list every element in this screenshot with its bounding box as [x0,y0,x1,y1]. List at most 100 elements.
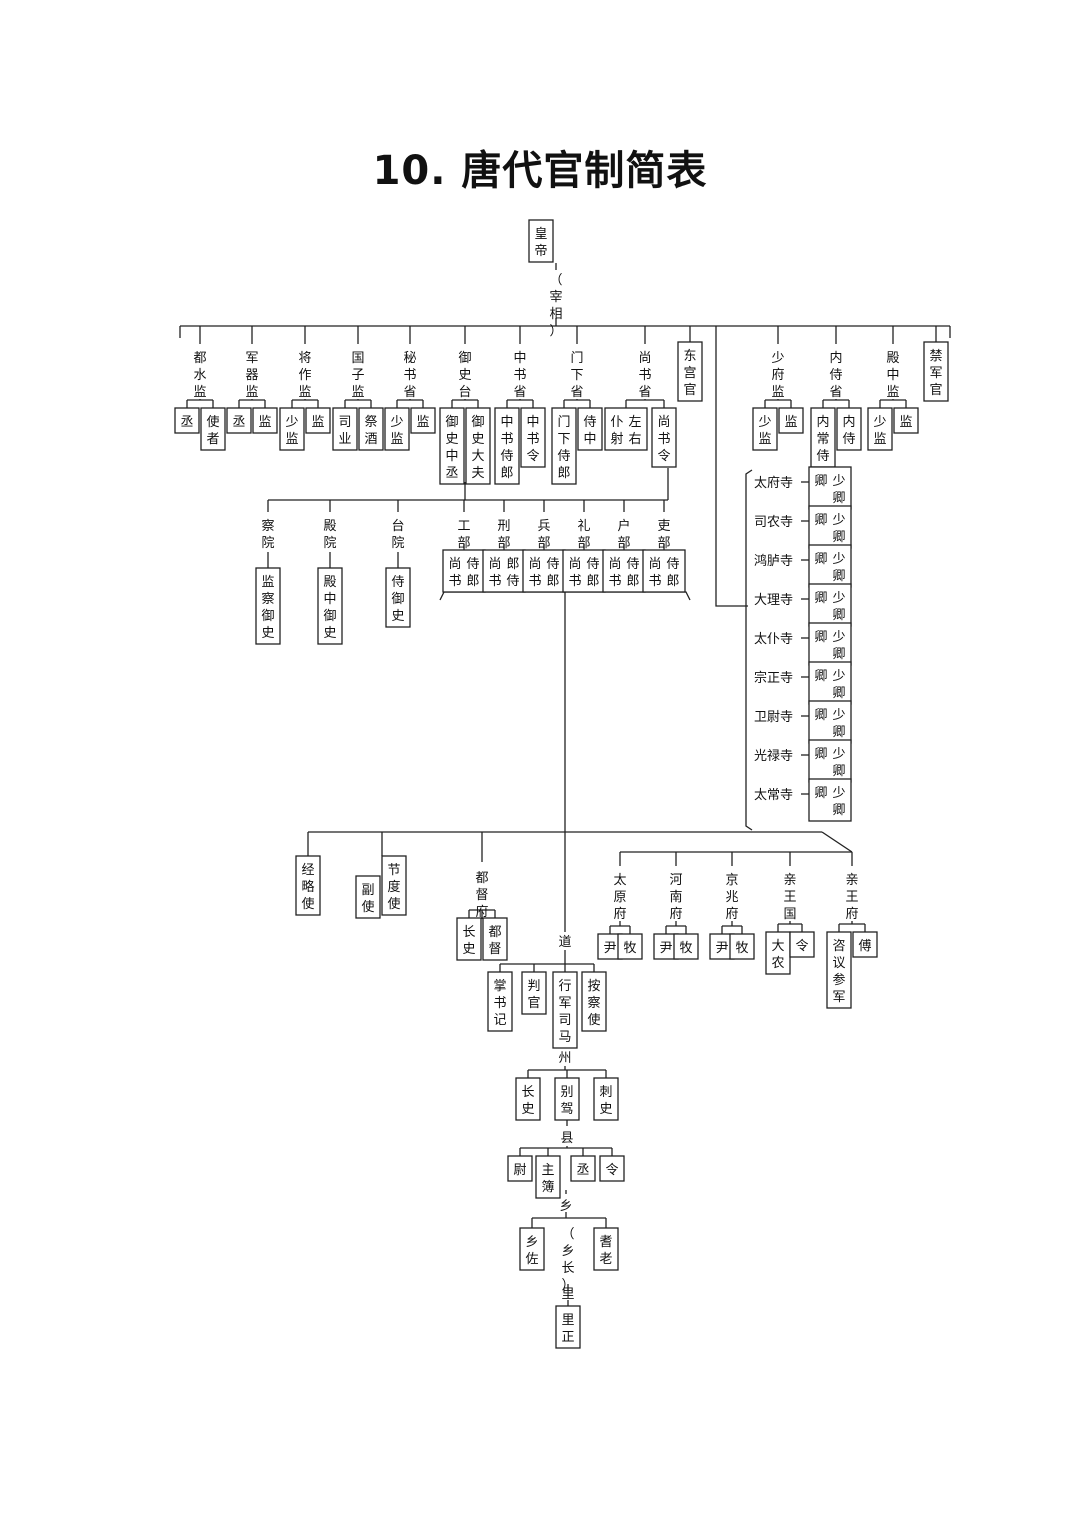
node-libu2: 吏部 [657,518,670,551]
node-label: 行军司马 [558,979,571,1045]
node-label: 监 [258,415,271,430]
node-label: 县 [560,1131,573,1146]
node-label: 尚书 [528,557,541,589]
node-henan-mu: 牧 [673,933,699,960]
node-label: 兵部 [537,519,550,551]
node-label: 尚书 [568,557,581,589]
node-label: 御史台 [458,351,471,400]
node-label: 少卿 [832,786,845,818]
node-si-honglu: 鸿胪寺 [754,553,793,569]
node-label: 使者 [206,414,219,447]
node-label: 皇帝 [534,227,547,259]
node-label: 牧 [735,941,748,956]
node-qing-honglu: 少卿卿 [808,544,852,588]
node-label: 侍郎 [666,557,679,589]
node-si-weiwei: 卫尉寺 [754,710,793,725]
node-chayuan: 察院 [261,519,274,551]
node-zhou-zhangshi: 长史 [515,1077,541,1121]
node-label: 长史 [462,925,475,957]
node-xian-cheng: 丞 [570,1155,596,1182]
node-label: 仆射 [610,415,623,447]
node-label: 牧 [679,941,692,956]
node-shaofu-shaojian: 少监 [752,407,778,451]
node-bingbu: 兵部 [537,519,550,551]
node-menxia: 门下省 [570,351,583,400]
node-label: 京兆府 [725,873,738,922]
node-dianzhong-jian: 监 [893,407,919,434]
node-qinwangguo: 亲王国 [783,873,796,922]
node-label: 卿 [814,474,827,489]
node-qing-dali: 少卿卿 [808,583,852,627]
node-label: （宰相） [549,273,562,339]
node-label: 经略使 [301,863,314,912]
node-taiyuan-mu: 牧 [617,933,643,960]
node-taiyuan-off: 侍御史 [385,567,411,628]
node-label: 少监 [873,415,886,447]
node-hubu: 户部 [617,518,630,551]
node-jinjun: 禁军官 [923,341,949,402]
node-label: 少卿 [832,591,845,623]
node-label: 左右 [628,415,641,447]
node-label: 侍中 [583,415,596,447]
node-label: 咨议参军 [832,939,845,1005]
node-label: 殿中监 [886,351,899,400]
node-label: 禁军官 [929,349,942,398]
node-label: 丞 [576,1163,589,1178]
node-xian-wei: 尉 [507,1155,533,1182]
node-label: 里 [561,1287,574,1302]
node-jingzhao-mu: 牧 [729,933,755,960]
node-label: 太原府 [613,873,626,922]
node-label: 卿 [814,630,827,645]
node-label: 中书省 [513,351,526,400]
node-label: 御史中丞 [445,415,458,481]
node-si-sinong: 司农寺 [754,515,793,530]
node-label: 尹 [715,941,728,956]
node-label: 门下侍郎 [557,415,570,481]
node-shaofu: 少府监 [771,351,784,400]
node-label: 侍御史 [391,575,404,624]
node-menxia-shilang: 门下侍郎 [551,407,577,485]
node-label: 刺史 [599,1085,612,1117]
node-guozi-siye: 司业 [332,407,358,451]
node-label: 里正 [561,1313,574,1345]
node-label: 尚书 [608,557,621,589]
node-label: 少监 [285,415,298,447]
connector-lines [179,263,951,1306]
node-label: 中书侍郎 [500,415,513,481]
node-jiedu: 节度使 [381,855,407,916]
node-label: 少卿 [832,552,845,584]
node-label: 国子监 [351,351,364,400]
node-xiang-zhang: （乡长） [561,1227,574,1293]
node-dao-panguan: 判官 [521,971,547,1015]
node-label: 大农 [771,939,784,971]
node-mishu-jian: 监 [410,407,436,434]
node-label: 长史 [521,1085,534,1117]
node-neishi: 内侍省 [829,350,842,400]
node-label: 卿 [814,786,827,801]
node-label: 少府监 [771,351,784,400]
page-title: 10. 唐代官制简表 [372,148,708,194]
node-zhongshu-ling: 中书令 [520,407,546,468]
node-label: 傅 [858,939,871,954]
node-qinwangfu: 亲王府 [845,873,858,922]
node-label: 主簿 [541,1163,554,1195]
node-label: 工部 [457,519,470,551]
node-label: 少监 [758,415,771,447]
node-label: 令 [605,1163,618,1178]
node-dianyuan-off: 殿中御史 [317,567,343,645]
node-label: 尚书 [488,557,501,589]
node-wf-ziyi: 咨议参军 [826,931,852,1009]
node-si-taichang: 太常寺 [754,788,793,803]
node-zhou: 州 [558,1051,571,1066]
node-label: 少卿 [832,669,845,701]
node-label: 河南府 [669,873,682,922]
node-yushi-zhongcheng: 御史中丞 [439,407,465,485]
node-guozi-jijiu: 祭酒 [358,407,384,451]
node-label: 丞 [232,415,245,430]
node-label: 监 [311,415,324,430]
node-xian-ling: 令 [599,1155,625,1182]
